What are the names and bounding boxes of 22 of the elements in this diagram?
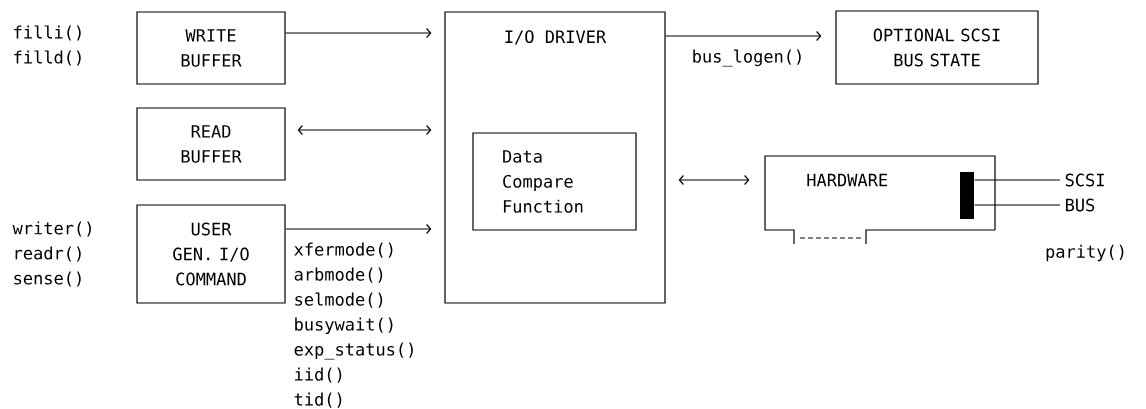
process-box: READ BUFFER [136, 107, 286, 181]
process-box: USER GEN. I/O COMMAND [136, 204, 286, 304]
function-name: sense() [14, 271, 81, 287]
function-name: filld() [14, 50, 81, 66]
process-box: WRITE BUFFER [136, 11, 286, 85]
process-box: OPTIONAL SCSI BUS STATE [835, 10, 1039, 85]
bus-signal-text: BUS [1066, 198, 1095, 212]
function-name: writer() [12, 221, 91, 237]
arrow [285, 27, 432, 39]
function-box: Data Compare Function [472, 132, 637, 231]
arrow [678, 174, 750, 186]
hardware-drawing: HARDWARE [764, 155, 996, 245]
function-list: xfermode() arbmode() selmode() busywait() exp_status() iid() tid() [294, 242, 413, 408]
bus-signal-text: SCSI [1065, 173, 1104, 187]
node-label: HARDWARE [807, 173, 888, 187]
arrow [665, 30, 822, 42]
arrow [285, 223, 432, 235]
function-name: readr() [15, 246, 81, 262]
function-name: parity() [1046, 244, 1124, 262]
edge-label: bus_logen() [690, 48, 806, 68]
function-name: filli() [14, 25, 81, 41]
arrow [297, 124, 432, 136]
